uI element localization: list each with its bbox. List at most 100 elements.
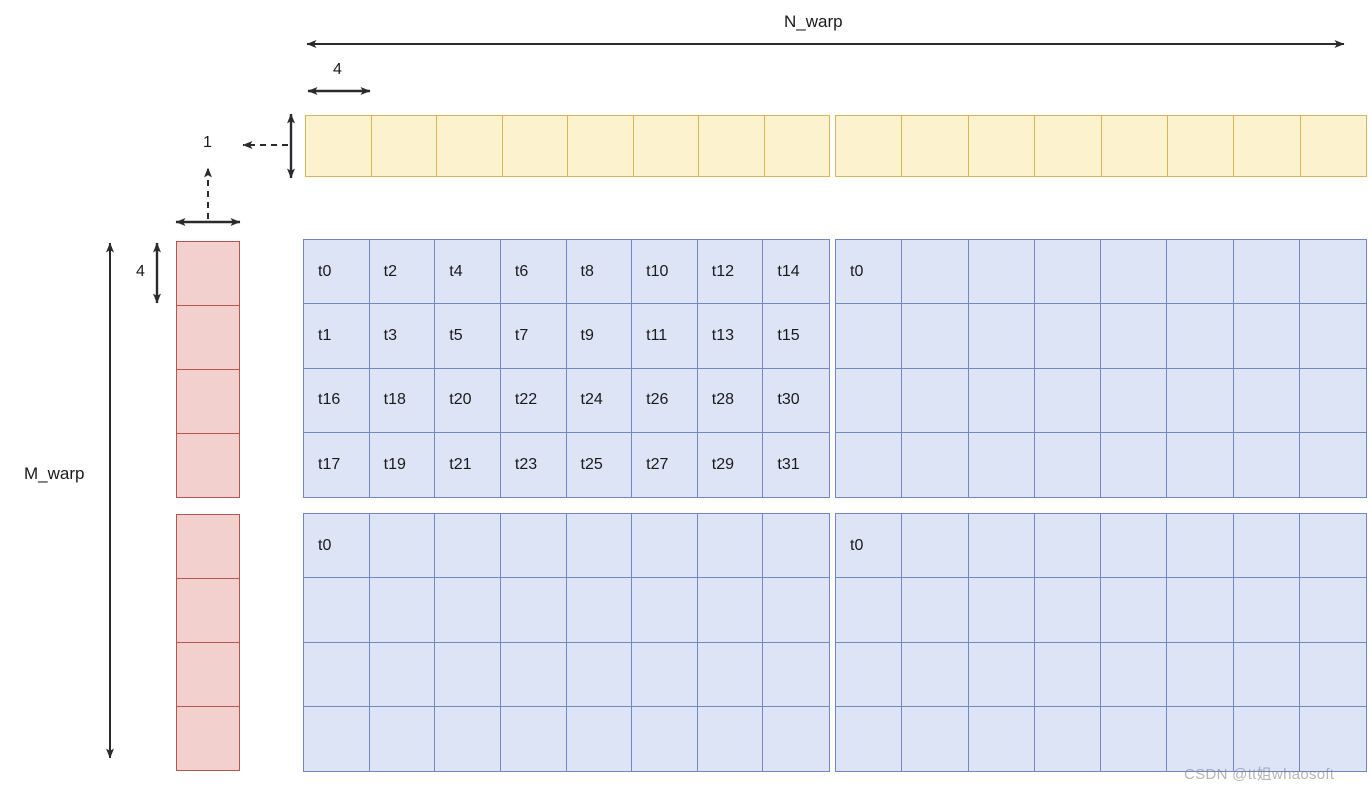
yellow-cell: [836, 116, 903, 176]
thread-id-label: t30: [777, 391, 800, 409]
thread-cell: t12: [697, 240, 764, 305]
thread-cell: t2: [369, 240, 436, 305]
thread-cell: t17: [304, 432, 370, 497]
thread-cell: [500, 642, 567, 707]
thread-cell: [902, 642, 969, 707]
thread-cell: [304, 706, 370, 771]
thread-cell: [435, 706, 501, 771]
thread-cell: [1233, 706, 1300, 771]
thread-cell: t27: [632, 432, 698, 497]
yellow-cell: [306, 116, 372, 176]
thread-cell: [836, 642, 903, 707]
thread-cell: t3: [369, 304, 436, 369]
thread-cell: [632, 706, 698, 771]
thread-id-label: t31: [777, 455, 800, 473]
thread-cell: t22: [500, 368, 567, 433]
thread-cell: t11: [632, 304, 698, 369]
thread-cell: t28: [697, 368, 764, 433]
thread-id-label: t14: [777, 262, 800, 280]
thread-cell: [304, 578, 370, 643]
thread-id-label: t11: [646, 326, 668, 344]
thread-cell: [1101, 240, 1168, 305]
thread-cell: [304, 642, 370, 707]
thread-cell: t31: [763, 432, 829, 497]
thread-cell: [435, 642, 501, 707]
thread-cell: t19: [369, 432, 436, 497]
thread-cell: t5: [435, 304, 501, 369]
thread-cell: [697, 706, 764, 771]
thread-cell: t30: [763, 368, 829, 433]
thread-cell: t0: [304, 240, 370, 305]
thread-id-label: t26: [646, 391, 669, 409]
yellow-cell: [633, 116, 699, 176]
thread-cell: [369, 706, 436, 771]
thread-cell: [1233, 304, 1300, 369]
thread-id-label: t16: [318, 391, 341, 409]
thread-cell: [1299, 578, 1366, 643]
thread-cell: [1233, 368, 1300, 433]
thread-cell: [902, 578, 969, 643]
yellow-cell: [1300, 116, 1366, 176]
thread-grid-bottom-right: t0: [835, 513, 1367, 772]
thread-id-label: t0: [850, 536, 864, 554]
thread-cell: [1167, 240, 1234, 305]
thread-cell: t1: [304, 304, 370, 369]
thread-cell: [369, 642, 436, 707]
thread-cell: [1034, 304, 1101, 369]
thread-cell: [1167, 514, 1234, 579]
thread-cell: [566, 706, 633, 771]
thread-cell: [697, 578, 764, 643]
thread-cell: [1299, 642, 1366, 707]
thread-cell: t0: [304, 514, 370, 579]
thread-cell: [763, 514, 829, 579]
thread-cell: t10: [632, 240, 698, 305]
thread-cell: t14: [763, 240, 829, 305]
red-cell: [177, 643, 239, 707]
thread-cell: t20: [435, 368, 501, 433]
thread-cell: t13: [697, 304, 764, 369]
thread-cell: [1233, 432, 1300, 497]
thread-cell: [902, 304, 969, 369]
yellow-strip-right: [835, 115, 1367, 177]
thread-cell: [763, 706, 829, 771]
thread-id-label: t24: [580, 391, 603, 409]
thread-id-label: t0: [850, 262, 864, 280]
thread-cell: [1299, 240, 1366, 305]
thread-id-label: t6: [514, 262, 529, 280]
thread-cell: t25: [566, 432, 633, 497]
yellow-cell: [764, 116, 829, 176]
thread-cell: [435, 578, 501, 643]
thread-cell: [968, 578, 1035, 643]
thread-cell: [1167, 706, 1234, 771]
thread-cell: [1034, 578, 1101, 643]
thread-cell: [968, 368, 1035, 433]
thread-cell: [1101, 642, 1168, 707]
yellow-cell: [902, 116, 969, 176]
red-cell: [177, 707, 239, 770]
thread-cell: [1101, 304, 1168, 369]
thread-cell: [435, 514, 501, 579]
red-cell: [177, 515, 239, 579]
strip-height-dimension-arrow: [242, 113, 295, 179]
thread-cell: [1101, 514, 1168, 579]
yellow-cell: [968, 116, 1036, 176]
thread-id-label: t21: [449, 455, 472, 473]
thread-cell: [1167, 304, 1234, 369]
thread-cell: [968, 514, 1035, 579]
thread-cell: [500, 578, 567, 643]
thread-cell: [632, 578, 698, 643]
thread-cell: t7: [500, 304, 567, 369]
thread-id-label: t15: [777, 326, 800, 344]
yellow-cell: [1035, 116, 1102, 176]
thread-cell: t8: [566, 240, 633, 305]
thread-cell: [763, 642, 829, 707]
yellow-cell: [1101, 116, 1168, 176]
thread-id-label: t29: [711, 455, 734, 473]
thread-cell: [369, 578, 436, 643]
red-column-bottom: [176, 514, 240, 771]
thread-cell: [1233, 240, 1300, 305]
yellow-strip-left: [305, 115, 830, 177]
thread-id-label: t3: [383, 326, 397, 344]
thread-cell: [1299, 432, 1366, 497]
